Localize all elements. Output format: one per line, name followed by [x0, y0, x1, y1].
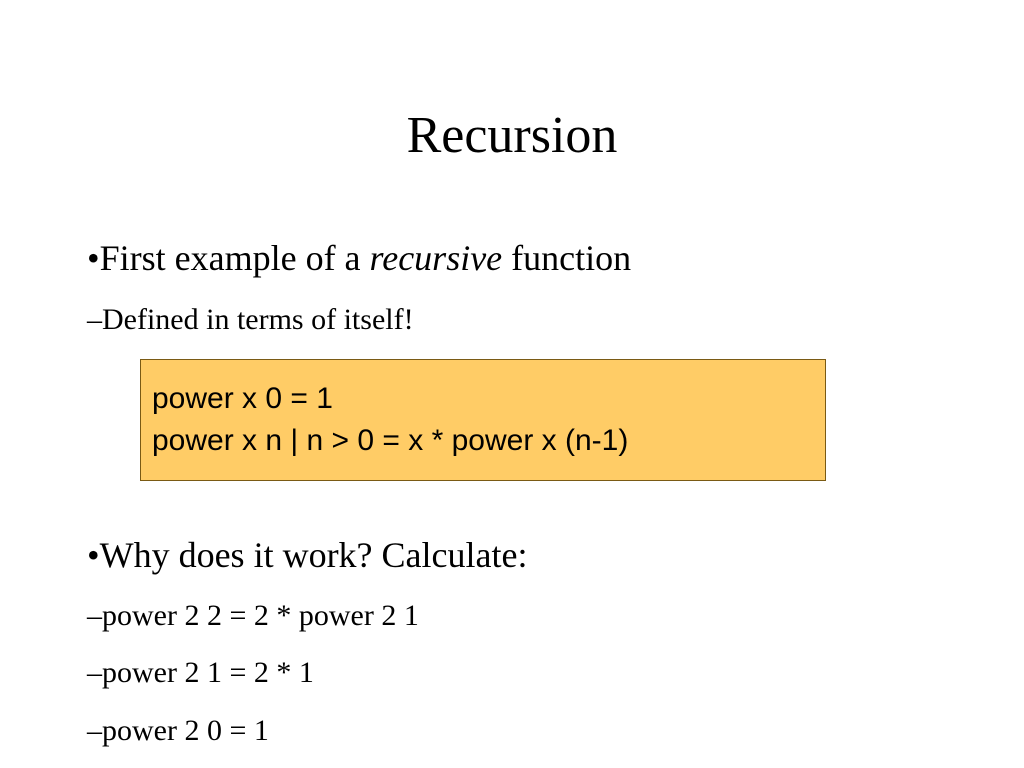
- code-line-base-case: power x 0 = 1: [152, 382, 333, 415]
- code-line-recursive-case: power x n | n > 0 = x * power x (n-1): [152, 424, 629, 457]
- bullet-emphasis: recursive: [369, 238, 503, 278]
- code-box: power x 0 = 1 power x n | n > 0 = x * po…: [140, 359, 826, 481]
- step-line: –power 2 2 = 2 * power 2 1: [87, 599, 419, 632]
- step-line: –power 2 0 = 1: [87, 714, 269, 747]
- bullet-why-does-it-work: •Why does it work? Calculate:: [87, 535, 528, 575]
- bullet-text-after: function: [502, 238, 632, 278]
- bullet-marker: •: [87, 238, 100, 278]
- sub-bullet-defined: –Defined in terms of itself!: [87, 303, 414, 336]
- step-line: –power 2 1 = 2 * 1: [87, 656, 314, 689]
- bullet-text-before: First example of a: [99, 238, 370, 278]
- slide-title: Recursion: [406, 107, 618, 164]
- bullet-first-example: •First example of a recursive function: [87, 236, 631, 280]
